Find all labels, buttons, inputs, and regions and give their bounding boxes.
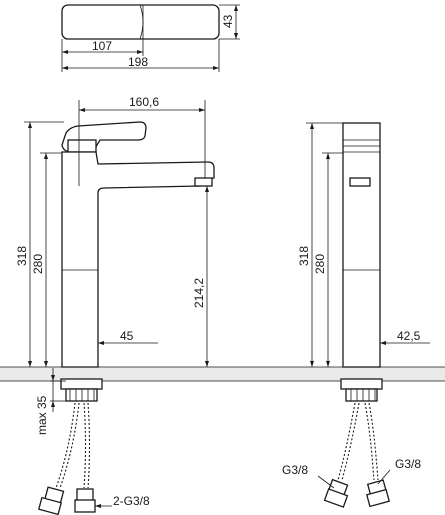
dim-side-body-depth: 42,5 xyxy=(397,329,421,343)
dim-side-connection-left: G3/8 xyxy=(282,463,308,477)
dim-top-half-length: 107 xyxy=(92,39,112,53)
dim-side-body-height: 280 xyxy=(313,254,327,274)
front-hose-left xyxy=(55,402,76,489)
dim-front-max-deck: max 35 xyxy=(35,395,49,435)
dim-front-reach: 160,6 xyxy=(129,95,159,109)
front-aerator xyxy=(194,177,213,187)
top-view-outline xyxy=(61,4,220,40)
dim-front-body-height: 280 xyxy=(31,254,45,274)
front-mount-nut xyxy=(60,378,103,390)
top-view-split-curve xyxy=(139,4,144,40)
dim-side-total-height: 318 xyxy=(297,246,311,266)
front-body xyxy=(61,151,215,368)
front-view: 160,6 318 280 214,2 45 xyxy=(15,95,215,515)
dim-front-body-width: 45 xyxy=(120,329,134,343)
front-hose-right xyxy=(83,402,87,489)
dim-top-total-length: 198 xyxy=(128,55,148,69)
dim-front-connection: 2-G3/8 xyxy=(113,494,150,508)
dim-top-depth: 43 xyxy=(221,14,235,28)
dim-front-spout-height: 214,2 xyxy=(192,278,206,308)
side-body xyxy=(342,122,381,368)
side-aerator xyxy=(349,177,371,187)
side-view: 318 280 42,5 G3/8 G3/8 xyxy=(282,122,430,508)
dim-side-connection-right: G3/8 xyxy=(395,457,421,471)
dim-front-total-height: 318 xyxy=(15,246,29,266)
top-view: 43 107 198 xyxy=(61,4,240,72)
